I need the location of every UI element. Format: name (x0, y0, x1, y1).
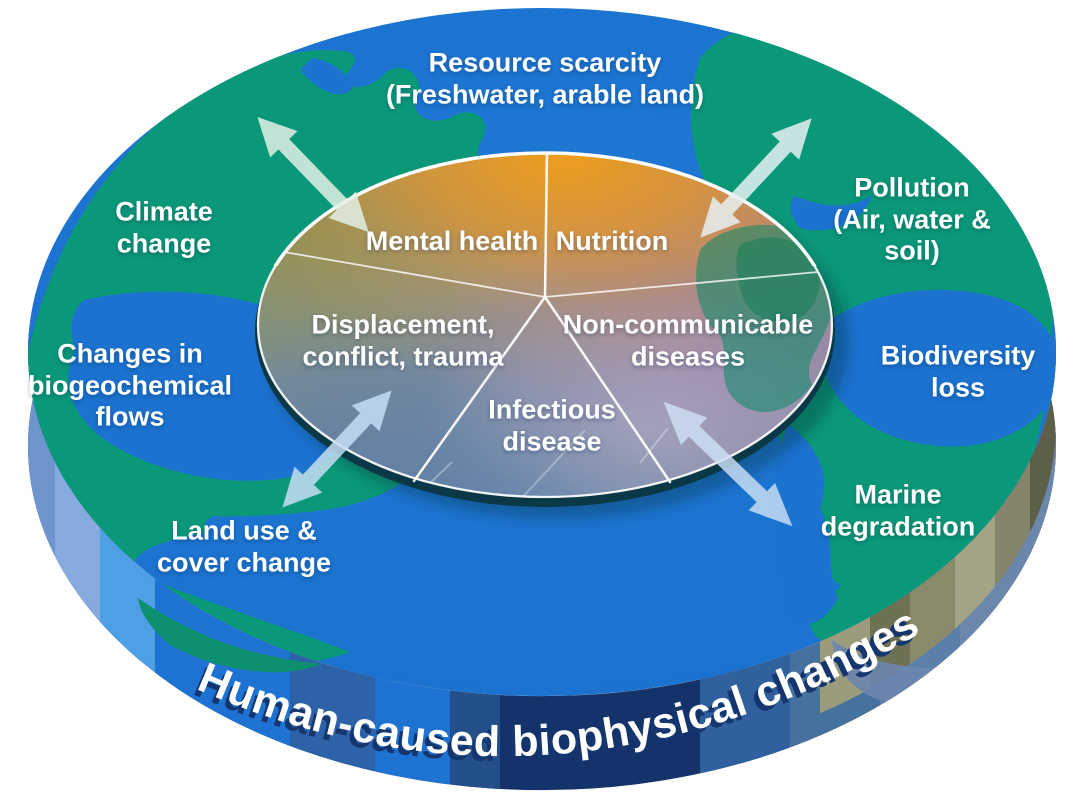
wheel-divider-lines (283, 151, 819, 484)
continent-edge-wrap (138, 598, 322, 673)
continent-southwest (30, 484, 350, 663)
wheel-rim-highlight (273, 151, 817, 266)
ocean-curl (790, 194, 872, 231)
continent-through-glass (696, 224, 832, 412)
continent-through-glass-core (736, 237, 820, 322)
marine-coast-sea (772, 424, 838, 625)
coast-inlet (300, 58, 352, 95)
biodiversity-sea (821, 289, 1056, 447)
